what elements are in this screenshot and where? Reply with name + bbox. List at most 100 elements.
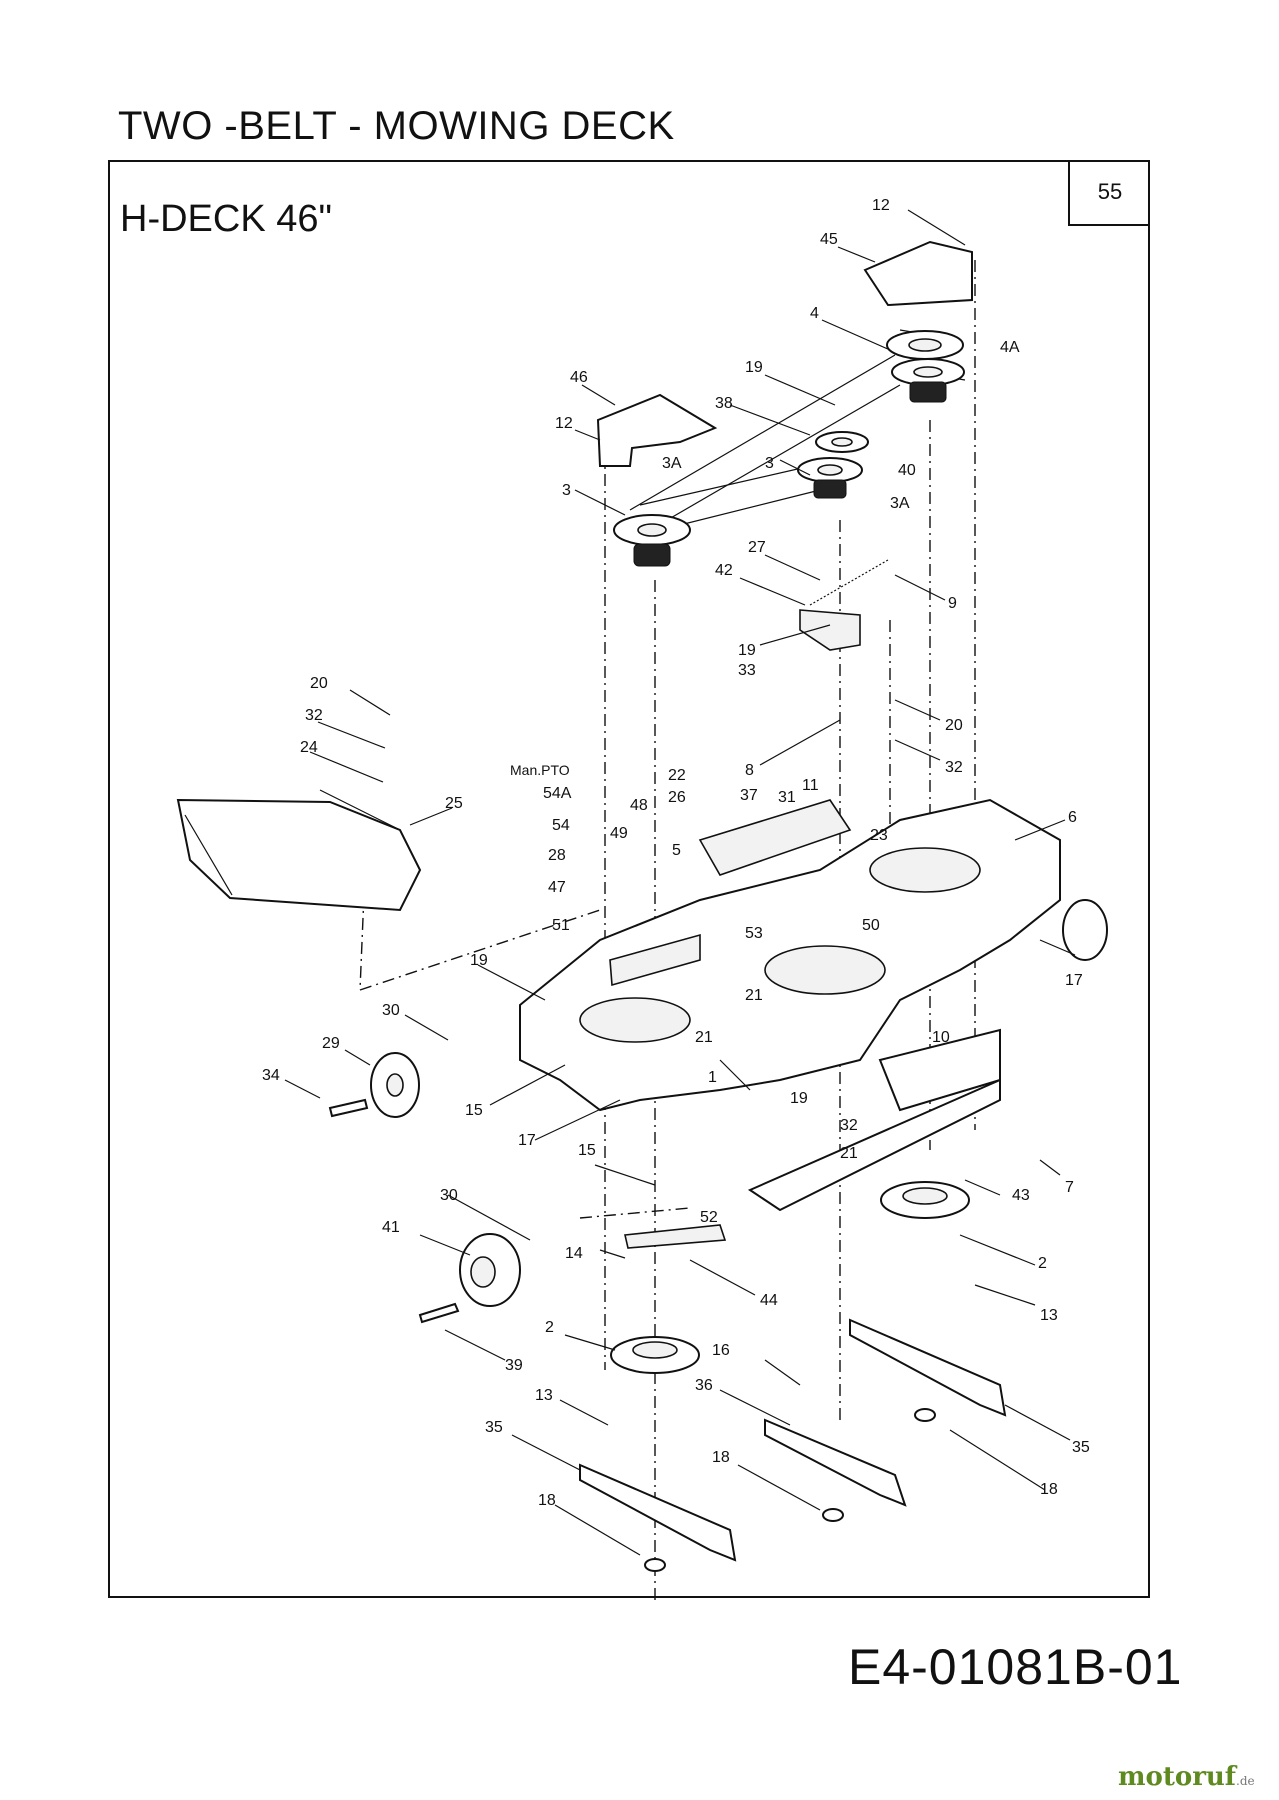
blade-adapter-2-left	[610, 1336, 700, 1374]
bolt-39	[418, 1302, 460, 1324]
callout-36: 36	[695, 1377, 713, 1394]
spindle-3-right	[797, 457, 863, 499]
callout-54: 54	[552, 817, 570, 834]
nut-18-middle	[822, 1508, 844, 1522]
callout-47: 47	[548, 879, 566, 896]
baffle-44	[624, 1224, 727, 1249]
document-code: E4-01081B-01	[848, 1639, 1183, 1695]
callout-33: 33	[738, 662, 756, 679]
page-number-box: 55	[1068, 160, 1150, 226]
callout-45: 45	[820, 231, 838, 248]
blade-adapter-2-right	[880, 1181, 970, 1219]
callout-18: 18	[1040, 1481, 1058, 1498]
diagram-frame	[108, 160, 1150, 1598]
callout-21: 21	[745, 987, 763, 1004]
callout-19: 19	[745, 359, 763, 376]
callout-35: 35	[1072, 1439, 1090, 1456]
mowing-deck-shell	[519, 798, 1061, 1212]
callout-48: 48	[630, 797, 648, 814]
callout-15: 15	[578, 1142, 596, 1159]
page-title: TWO -BELT - MOWING DECK	[118, 104, 675, 148]
callout-52: 52	[700, 1209, 718, 1226]
callout-46: 46	[570, 369, 588, 386]
callout-3: 3	[562, 482, 571, 499]
callout-38: 38	[715, 395, 733, 412]
callout-17: 17	[518, 1132, 536, 1149]
watermark-logo: motoruf.de	[1118, 1762, 1255, 1792]
callout-54A: 54A	[543, 785, 572, 802]
callout-17: 17	[1065, 972, 1083, 989]
callout-9: 9	[948, 595, 957, 612]
deck-title: H-DECK 46"	[120, 198, 332, 240]
callout-35: 35	[485, 1419, 503, 1436]
callout-50: 50	[862, 917, 880, 934]
belt-cover-45	[863, 240, 973, 307]
discharge-chute	[176, 789, 422, 912]
callout-16: 16	[712, 1342, 730, 1359]
blade-35-right	[849, 1318, 1007, 1417]
callout-25: 25	[445, 795, 463, 812]
callout-8: 8	[745, 762, 754, 779]
callout-28: 28	[548, 847, 566, 864]
callout-19: 19	[470, 952, 488, 969]
callout-39: 39	[505, 1357, 523, 1374]
callout-23: 23	[870, 827, 888, 844]
watermark-name: motoruf	[1118, 1762, 1236, 1792]
callout-53: 53	[745, 925, 763, 942]
callout-29: 29	[322, 1035, 340, 1052]
belt-cover-46	[596, 393, 718, 467]
callout-20: 20	[945, 717, 963, 734]
watermark-tld: .de	[1236, 1774, 1255, 1788]
callout-19: 19	[738, 642, 756, 659]
callout-43: 43	[1012, 1187, 1030, 1204]
idler-pulley-40	[815, 431, 869, 453]
callout-3A: 3A	[662, 455, 682, 472]
callout-49: 49	[610, 825, 628, 842]
callout-20: 20	[310, 675, 328, 692]
callout-51: 51	[552, 917, 570, 934]
pto-bracket-assembly	[609, 799, 852, 987]
callout-3: 3	[765, 455, 774, 472]
nut-18-left	[644, 1558, 666, 1572]
callout-13: 13	[535, 1387, 553, 1404]
wheel-29	[370, 1052, 420, 1118]
callout-leader-lines	[284, 209, 1076, 1556]
callout-22: 22	[668, 767, 686, 784]
anti-scalp-wheel-right	[1062, 899, 1108, 961]
spring-27	[809, 559, 889, 606]
blade-36	[764, 1418, 907, 1507]
callout-4A: 4A	[1000, 339, 1020, 356]
callout-1: 1	[708, 1069, 717, 1086]
callout-2: 2	[545, 1319, 554, 1336]
callout-19: 19	[790, 1090, 808, 1107]
callout-21: 21	[695, 1029, 713, 1046]
callout-34: 34	[262, 1067, 280, 1084]
callout-labels: 12 45 4 4A 46 19 38 12 3A 3 40 3 3A 27 4…	[262, 197, 1090, 1509]
callout-3A: 3A	[890, 495, 910, 512]
blade-35-left	[579, 1463, 737, 1562]
callout-12: 12	[872, 197, 890, 214]
idler-arm-42	[799, 609, 861, 651]
callout-30: 30	[440, 1187, 458, 1204]
callout-21: 21	[840, 1145, 858, 1162]
page-number: 55	[1097, 179, 1123, 204]
callout-15: 15	[465, 1102, 483, 1119]
callout-18: 18	[712, 1449, 730, 1466]
nut-18-right	[914, 1408, 936, 1422]
callout-27: 27	[748, 539, 766, 556]
callout-man-pto: Man.PTO	[510, 762, 570, 778]
callout-32: 32	[840, 1117, 858, 1134]
callout-44: 44	[760, 1292, 778, 1309]
callout-2: 2	[1038, 1255, 1047, 1272]
callout-37: 37	[740, 787, 758, 804]
callout-26: 26	[668, 789, 686, 806]
callout-24: 24	[300, 739, 318, 756]
callout-32: 32	[945, 759, 963, 776]
callout-5: 5	[672, 842, 681, 859]
callout-32: 32	[305, 707, 323, 724]
callout-30: 30	[382, 1002, 400, 1019]
callout-11: 11	[802, 777, 819, 794]
callout-41: 41	[382, 1219, 400, 1236]
pulley-4	[886, 330, 965, 403]
